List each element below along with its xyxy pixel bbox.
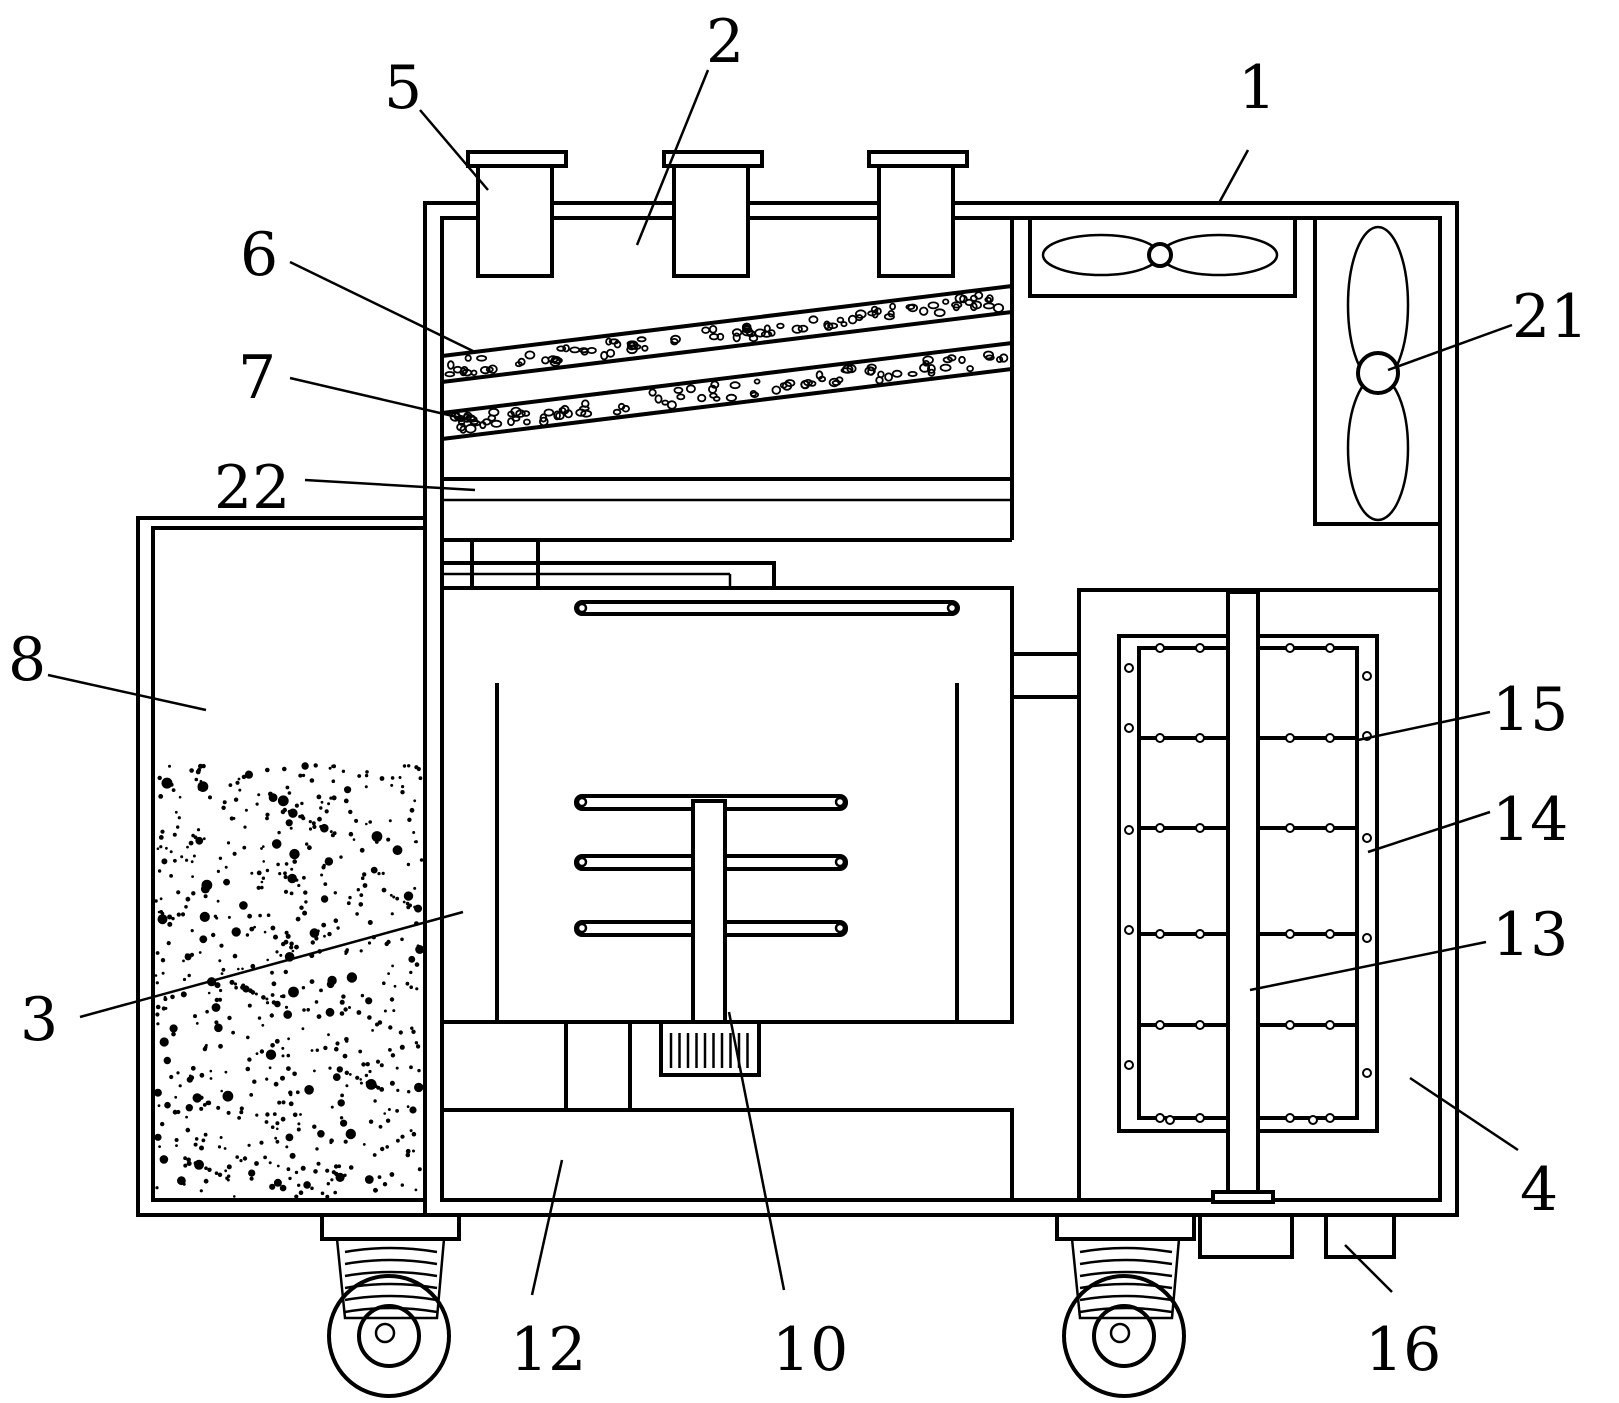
label-21: 21 [1512, 282, 1588, 352]
base-box [442, 1108, 1014, 1200]
rotating-shaft [1211, 590, 1275, 1204]
reference-numerals: 1 2 5 6 7 22 8 3 12 10 13 14 15 4 16 21 [8, 7, 1588, 1385]
label-5: 5 [384, 53, 422, 123]
plate [442, 477, 1012, 502]
filter-screen-lower [440, 340, 1014, 442]
main-housing [423, 201, 1459, 1217]
label-15: 15 [1492, 675, 1568, 745]
gear [659, 1020, 761, 1077]
caster-wheel [320, 1213, 461, 1398]
label-10: 10 [772, 1315, 848, 1385]
label-22: 22 [214, 453, 290, 523]
motor [1198, 1213, 1294, 1259]
connecting-pipe [1012, 652, 1079, 699]
inlet-pipe [867, 150, 969, 278]
caster-wheel [1055, 1213, 1196, 1398]
mixing-tank [440, 538, 1014, 1024]
label-13: 13 [1492, 900, 1568, 970]
label-8: 8 [8, 625, 46, 695]
label-7: 7 [238, 343, 276, 413]
label-6: 6 [240, 220, 278, 290]
leader-lines [47, 69, 1519, 1296]
label-3: 3 [20, 985, 58, 1055]
bottom-part [1324, 1213, 1396, 1259]
inlet-pipe [662, 150, 764, 278]
label-1: 1 [1238, 53, 1276, 123]
inlet-pipe [466, 150, 568, 278]
drying-chamber [1077, 588, 1440, 1200]
label-12: 12 [510, 1315, 586, 1385]
label-16: 16 [1365, 1315, 1441, 1385]
inlet-pipes [466, 150, 969, 278]
side-hopper [136, 516, 427, 1217]
fan-box-side [1313, 216, 1442, 526]
fan-box-top [1028, 216, 1297, 298]
support-column [564, 1020, 632, 1112]
label-2: 2 [706, 7, 744, 77]
granular-material [153, 762, 425, 1199]
filter-screen-upper [440, 283, 1014, 385]
stirring-shaft [574, 794, 848, 1028]
label-14: 14 [1492, 785, 1568, 855]
label-4: 4 [1520, 1155, 1558, 1225]
